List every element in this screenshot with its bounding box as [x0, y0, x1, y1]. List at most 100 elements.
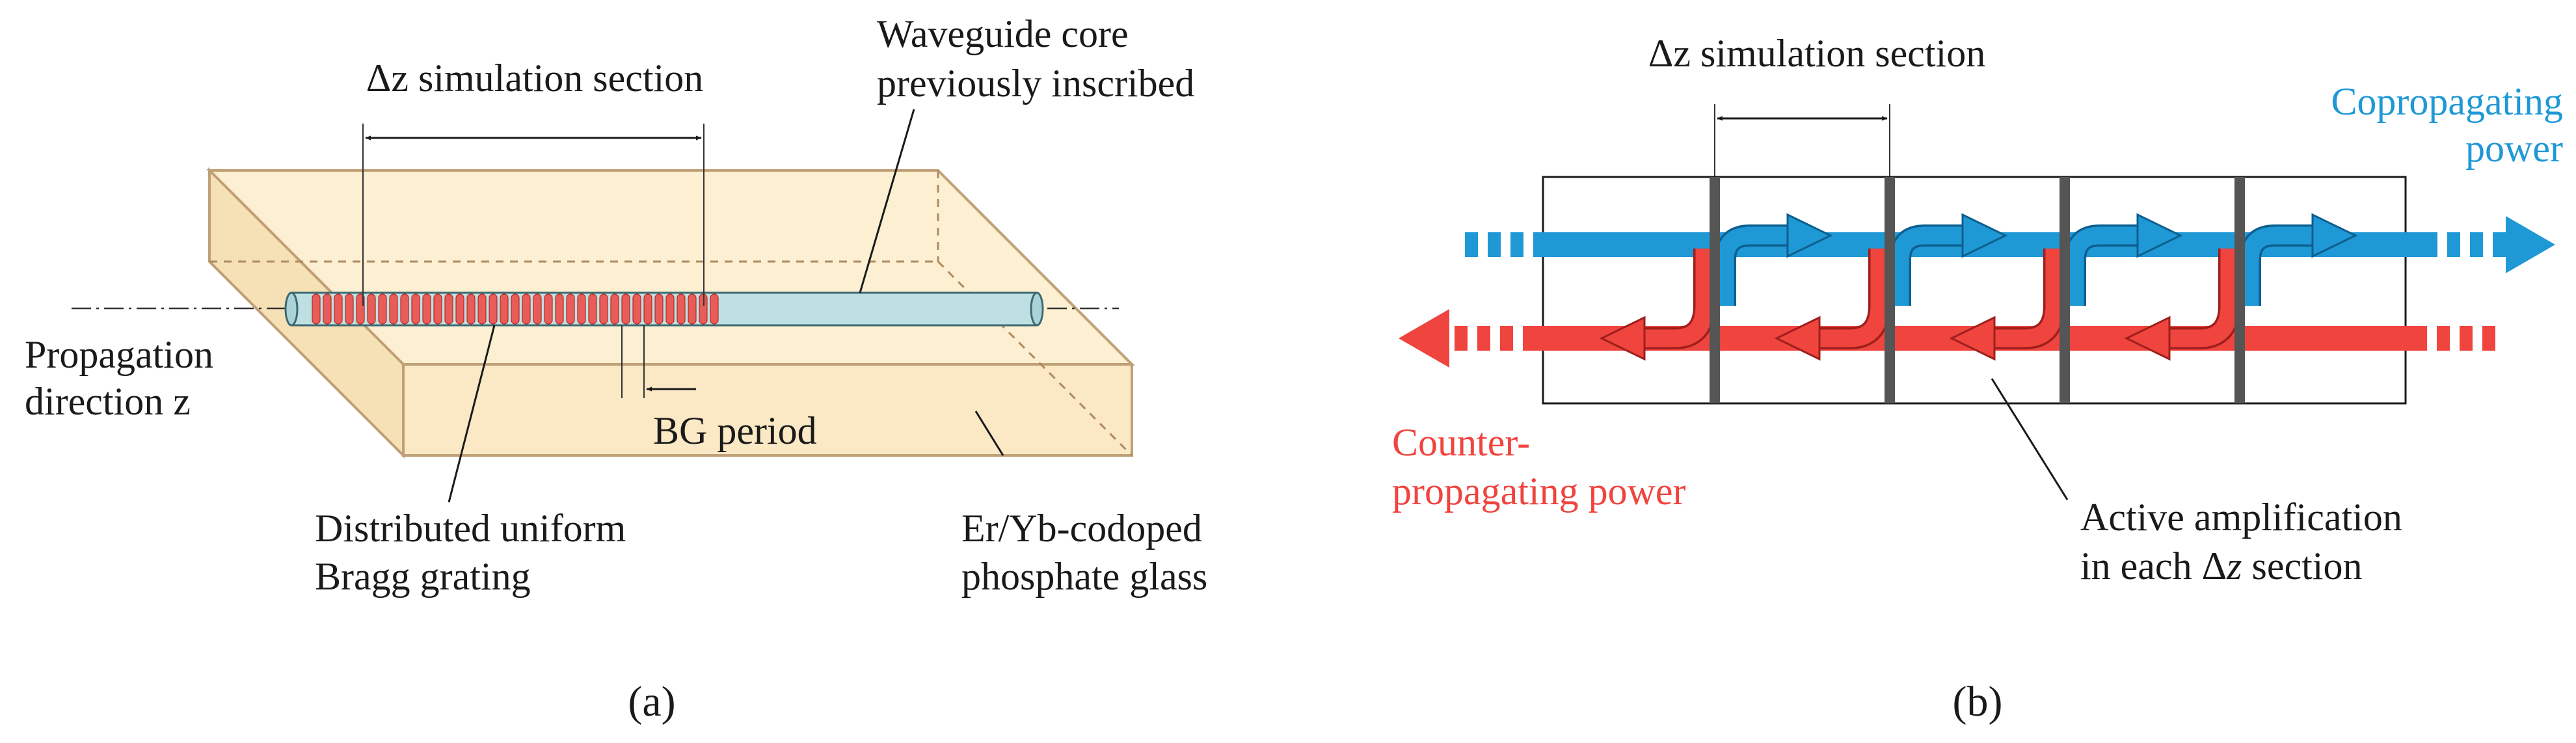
grating-ring [500, 293, 509, 325]
grating-ring [411, 293, 420, 325]
grating-ring [323, 293, 332, 325]
grating-ring [677, 293, 686, 325]
blue-amplification-arrowhead [1786, 213, 1833, 258]
red-amplification-arrow [2167, 249, 2238, 347]
grating-ring [489, 293, 498, 325]
waveguide-label-line2: previously inscribed [877, 62, 1194, 105]
grating-ring [422, 293, 431, 325]
waveguide-label-line1: Waveguide core [877, 12, 1129, 55]
dz-section-label: Δz simulation section [366, 57, 704, 100]
active-label-suffix: section [2242, 545, 2363, 588]
grating-ring [378, 293, 387, 325]
counter-dash [1455, 326, 1468, 351]
panel-a-label: (a) [628, 678, 675, 725]
red-amplification-arrowhead [1949, 316, 1996, 361]
counter-dash [2460, 326, 2473, 351]
simulation-box [1542, 176, 2407, 405]
blue-amplification-arrowhead [1961, 213, 2008, 258]
grating-ring [688, 293, 697, 325]
grating-ring [610, 293, 619, 325]
red-amplification-arrow [1992, 249, 2063, 347]
grating-ring [400, 293, 409, 325]
copropagating-dash [2470, 232, 2483, 257]
grating-ring [599, 293, 608, 325]
copropagating-label-line1: Copropagating [2331, 80, 2563, 123]
grating-ring [511, 293, 520, 325]
waveguide-right-end [1030, 291, 1044, 327]
active-label-line2: in each Δz section [2080, 545, 2362, 588]
section-separator [2059, 177, 2070, 403]
grating-ring [654, 293, 664, 325]
panel-b: Δz simulation section [1392, 32, 2563, 725]
propagation-label-line2: direction z [25, 380, 191, 423]
waveguide-core [284, 291, 1044, 327]
counter-arrowhead [1399, 309, 1449, 368]
counter-dash [2437, 326, 2450, 351]
blue-amplification-arrow [1891, 226, 1965, 306]
panel-b-label: (b) [1953, 678, 2003, 725]
grating-ring [477, 293, 487, 325]
grating-ring [444, 293, 453, 325]
counter-dash [1500, 326, 1513, 351]
grating-ring [466, 293, 476, 325]
copropagating-dash [1510, 232, 1523, 257]
bragg-grating [312, 293, 719, 325]
grating-ring [588, 293, 597, 325]
copropagating-dash [2447, 232, 2460, 257]
glass-label-line1: Er/Yb-codoped [961, 507, 1202, 550]
counter-dash [1477, 326, 1490, 351]
copropagating-label-line2: power [2465, 127, 2563, 170]
grating-ring [566, 293, 575, 325]
grating-ring [632, 293, 641, 325]
red-amplification-arrowhead [1599, 316, 1646, 361]
grating-ring [665, 293, 675, 325]
active-label-prefix: in each Δ [2080, 545, 2227, 588]
grating-ring [433, 293, 442, 325]
blue-amplification-arrow [2241, 226, 2315, 306]
grating-ring [710, 293, 719, 325]
panel-a: Δz simulation section Waveguide core pre… [25, 12, 1207, 725]
section-separator [1885, 177, 1895, 403]
red-amplification-arrow [1817, 249, 1888, 347]
copropagating-dash [2493, 232, 2506, 257]
blue-amplification-arrowhead [2136, 213, 2183, 258]
grating-ring [533, 293, 542, 325]
active-label-line1: Active amplification [2080, 496, 2402, 539]
red-amplification-arrowhead [1774, 316, 1821, 361]
waveguide-leader [859, 109, 915, 293]
bragg-label-line2: Bragg grating [315, 555, 531, 598]
glass-label-line2: phosphate glass [961, 555, 1207, 598]
copropagating-arrowhead [2506, 216, 2555, 273]
counter-label-line1: Counter- [1392, 421, 1530, 464]
grating-ring [544, 293, 553, 325]
grating-ring [621, 293, 630, 325]
copropagating-dash [1465, 232, 1478, 257]
bragg-label-line1: Distributed uniform [315, 507, 626, 550]
red-amplification-arrow [1642, 249, 1713, 347]
section-separator [1710, 177, 1720, 403]
bragg-leader [448, 325, 496, 503]
counter-label-line2: propagating power [1392, 470, 1686, 513]
blue-amplification-arrow [1716, 226, 1790, 306]
grating-ring [577, 293, 586, 325]
waveguide-left-end [284, 291, 299, 327]
blue-amplification-arrow [2066, 226, 2140, 306]
grating-ring [643, 293, 652, 325]
grating-ring [555, 293, 564, 325]
amplification-arrows [1599, 213, 2358, 361]
dz-section-label-b: Δz simulation section [1648, 32, 1986, 75]
blue-amplification-arrowhead [2311, 213, 2358, 258]
grating-ring [345, 293, 354, 325]
active-label-var: z [2226, 545, 2242, 588]
grating-ring [455, 293, 464, 325]
grating-ring [367, 293, 376, 325]
counter-dash [2482, 326, 2495, 351]
section-separators [1710, 177, 2245, 403]
propagation-label-line1: Propagation [25, 333, 213, 376]
section-separator [2234, 177, 2245, 403]
grating-ring [522, 293, 531, 325]
bg-period-label: BG period [653, 409, 817, 452]
glass-leader [974, 411, 1004, 456]
active-leader [1991, 378, 2069, 500]
